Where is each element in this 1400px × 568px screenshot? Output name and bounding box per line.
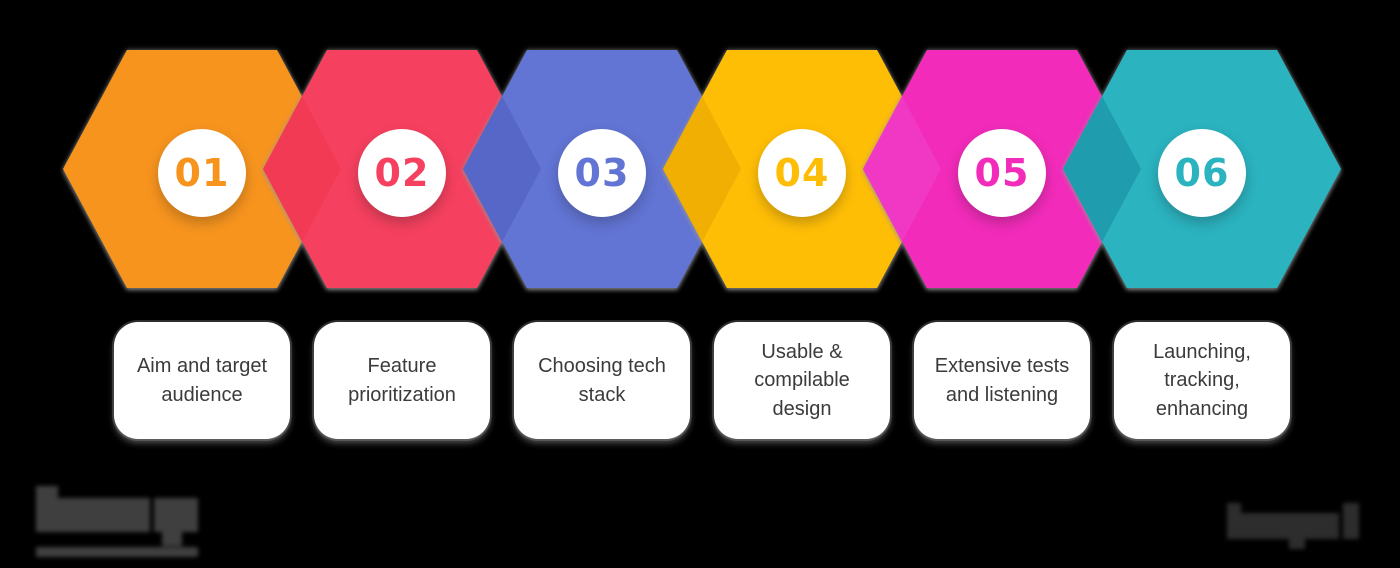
step-number-circle-5: 05 (958, 129, 1046, 217)
logo-glyph-block (58, 498, 150, 532)
watermark-glyph-block (1343, 503, 1359, 539)
step-number-1: 01 (174, 151, 230, 195)
step-card-label-3: Choosing tech stack (538, 355, 666, 406)
step-number-3: 03 (574, 151, 630, 195)
step-card-label-2: Feature prioritization (348, 355, 456, 406)
step-number-5: 05 (974, 151, 1030, 195)
watermark-blurred (1227, 503, 1365, 551)
step-number-circle-6: 06 (1158, 129, 1246, 217)
logo-glyph-block (154, 498, 198, 532)
step-card-2: Feature prioritization (314, 322, 490, 439)
step-number-6: 06 (1174, 151, 1230, 195)
logo-tagline-bar (36, 547, 198, 557)
watermark-glyph-block (1237, 513, 1339, 539)
step-number-circle-2: 02 (358, 129, 446, 217)
step-number-circle-4: 04 (758, 129, 846, 217)
step-card-4: Usable & compilable design (714, 322, 890, 439)
step-card-6: Launching, tracking, enhancing (1114, 322, 1290, 439)
step-card-label-5: Extensive tests and listening (934, 355, 1070, 406)
step-card-label-4: Usable & compilable design (754, 340, 850, 420)
step-card-label-6: Launching, tracking, enhancing (1153, 340, 1251, 420)
step-card-1: Aim and target audience (114, 322, 290, 439)
brand-logo-blurred (36, 486, 202, 558)
step-number-4: 04 (774, 151, 830, 195)
step-number-2: 02 (374, 151, 430, 195)
step-number-circle-1: 01 (158, 129, 246, 217)
step-card-label-1: Aim and target audience (136, 355, 268, 406)
watermark-glyph-block (1289, 537, 1305, 549)
logo-glyph-block (36, 486, 58, 532)
step-card-3: Choosing tech stack (514, 322, 690, 439)
logo-glyph-block (162, 530, 182, 546)
step-number-circle-3: 03 (558, 129, 646, 217)
step-card-5: Extensive tests and listening (914, 322, 1090, 439)
